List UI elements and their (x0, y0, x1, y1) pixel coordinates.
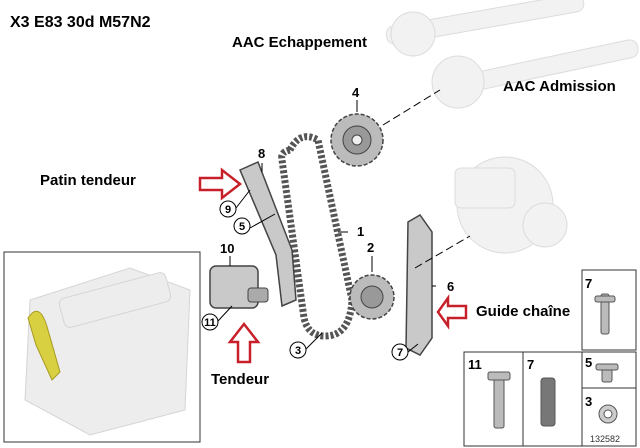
high-pressure-pump (454, 156, 568, 254)
callout-9: 9 (225, 204, 231, 216)
label-tensioner: Tendeur (211, 371, 270, 388)
circled-callouts: 9 5 3 7 11 (201, 200, 409, 361)
arrow-tensioner-rail (198, 167, 243, 201)
engine-inset (3, 251, 201, 443)
label-chain-guide: Guide chaîne (476, 303, 571, 320)
callout-8: 8 (258, 146, 265, 161)
diagram-title: X3 E83 30d M57N2 (10, 14, 151, 31)
hardware-parts (487, 293, 619, 429)
callout-10: 10 (220, 241, 234, 256)
tensioner-rail (239, 160, 297, 308)
callout-6: 6 (447, 279, 454, 294)
label-tensioner-rail: Patin tendeur (40, 172, 136, 189)
red-arrows (198, 167, 468, 364)
timing-chain (278, 133, 356, 340)
callout-1: 1 (357, 224, 364, 239)
hw-label-3: 3 (585, 394, 592, 409)
label-exhaust-camshaft: AAC Echappement (232, 34, 368, 51)
reference-number: 132582 (590, 434, 620, 444)
callout-2: 2 (367, 240, 374, 255)
camshaft-sprocket (330, 113, 384, 167)
hw-label-7-top: 7 (585, 276, 592, 291)
crankshaft-sprocket (349, 274, 395, 320)
callout-7: 7 (397, 347, 403, 359)
callout-5: 5 (239, 221, 245, 233)
chain-guide (405, 214, 433, 356)
label-intake-camshaft: AAC Admission (503, 78, 616, 95)
leader-lines (217, 89, 471, 353)
arrow-tensioner (227, 321, 261, 364)
tensioner-part (209, 265, 269, 309)
callout-4: 4 (352, 85, 360, 100)
arrow-chain-guide (436, 294, 468, 330)
hw-label-5: 5 (585, 355, 592, 370)
callout-3: 3 (295, 345, 301, 357)
callout-11: 11 (204, 317, 216, 329)
hw-label-7-mid: 7 (527, 357, 534, 372)
hw-label-11: 11 (468, 357, 482, 372)
timing-chain-highlight (27, 310, 61, 381)
camshafts (385, 0, 639, 109)
